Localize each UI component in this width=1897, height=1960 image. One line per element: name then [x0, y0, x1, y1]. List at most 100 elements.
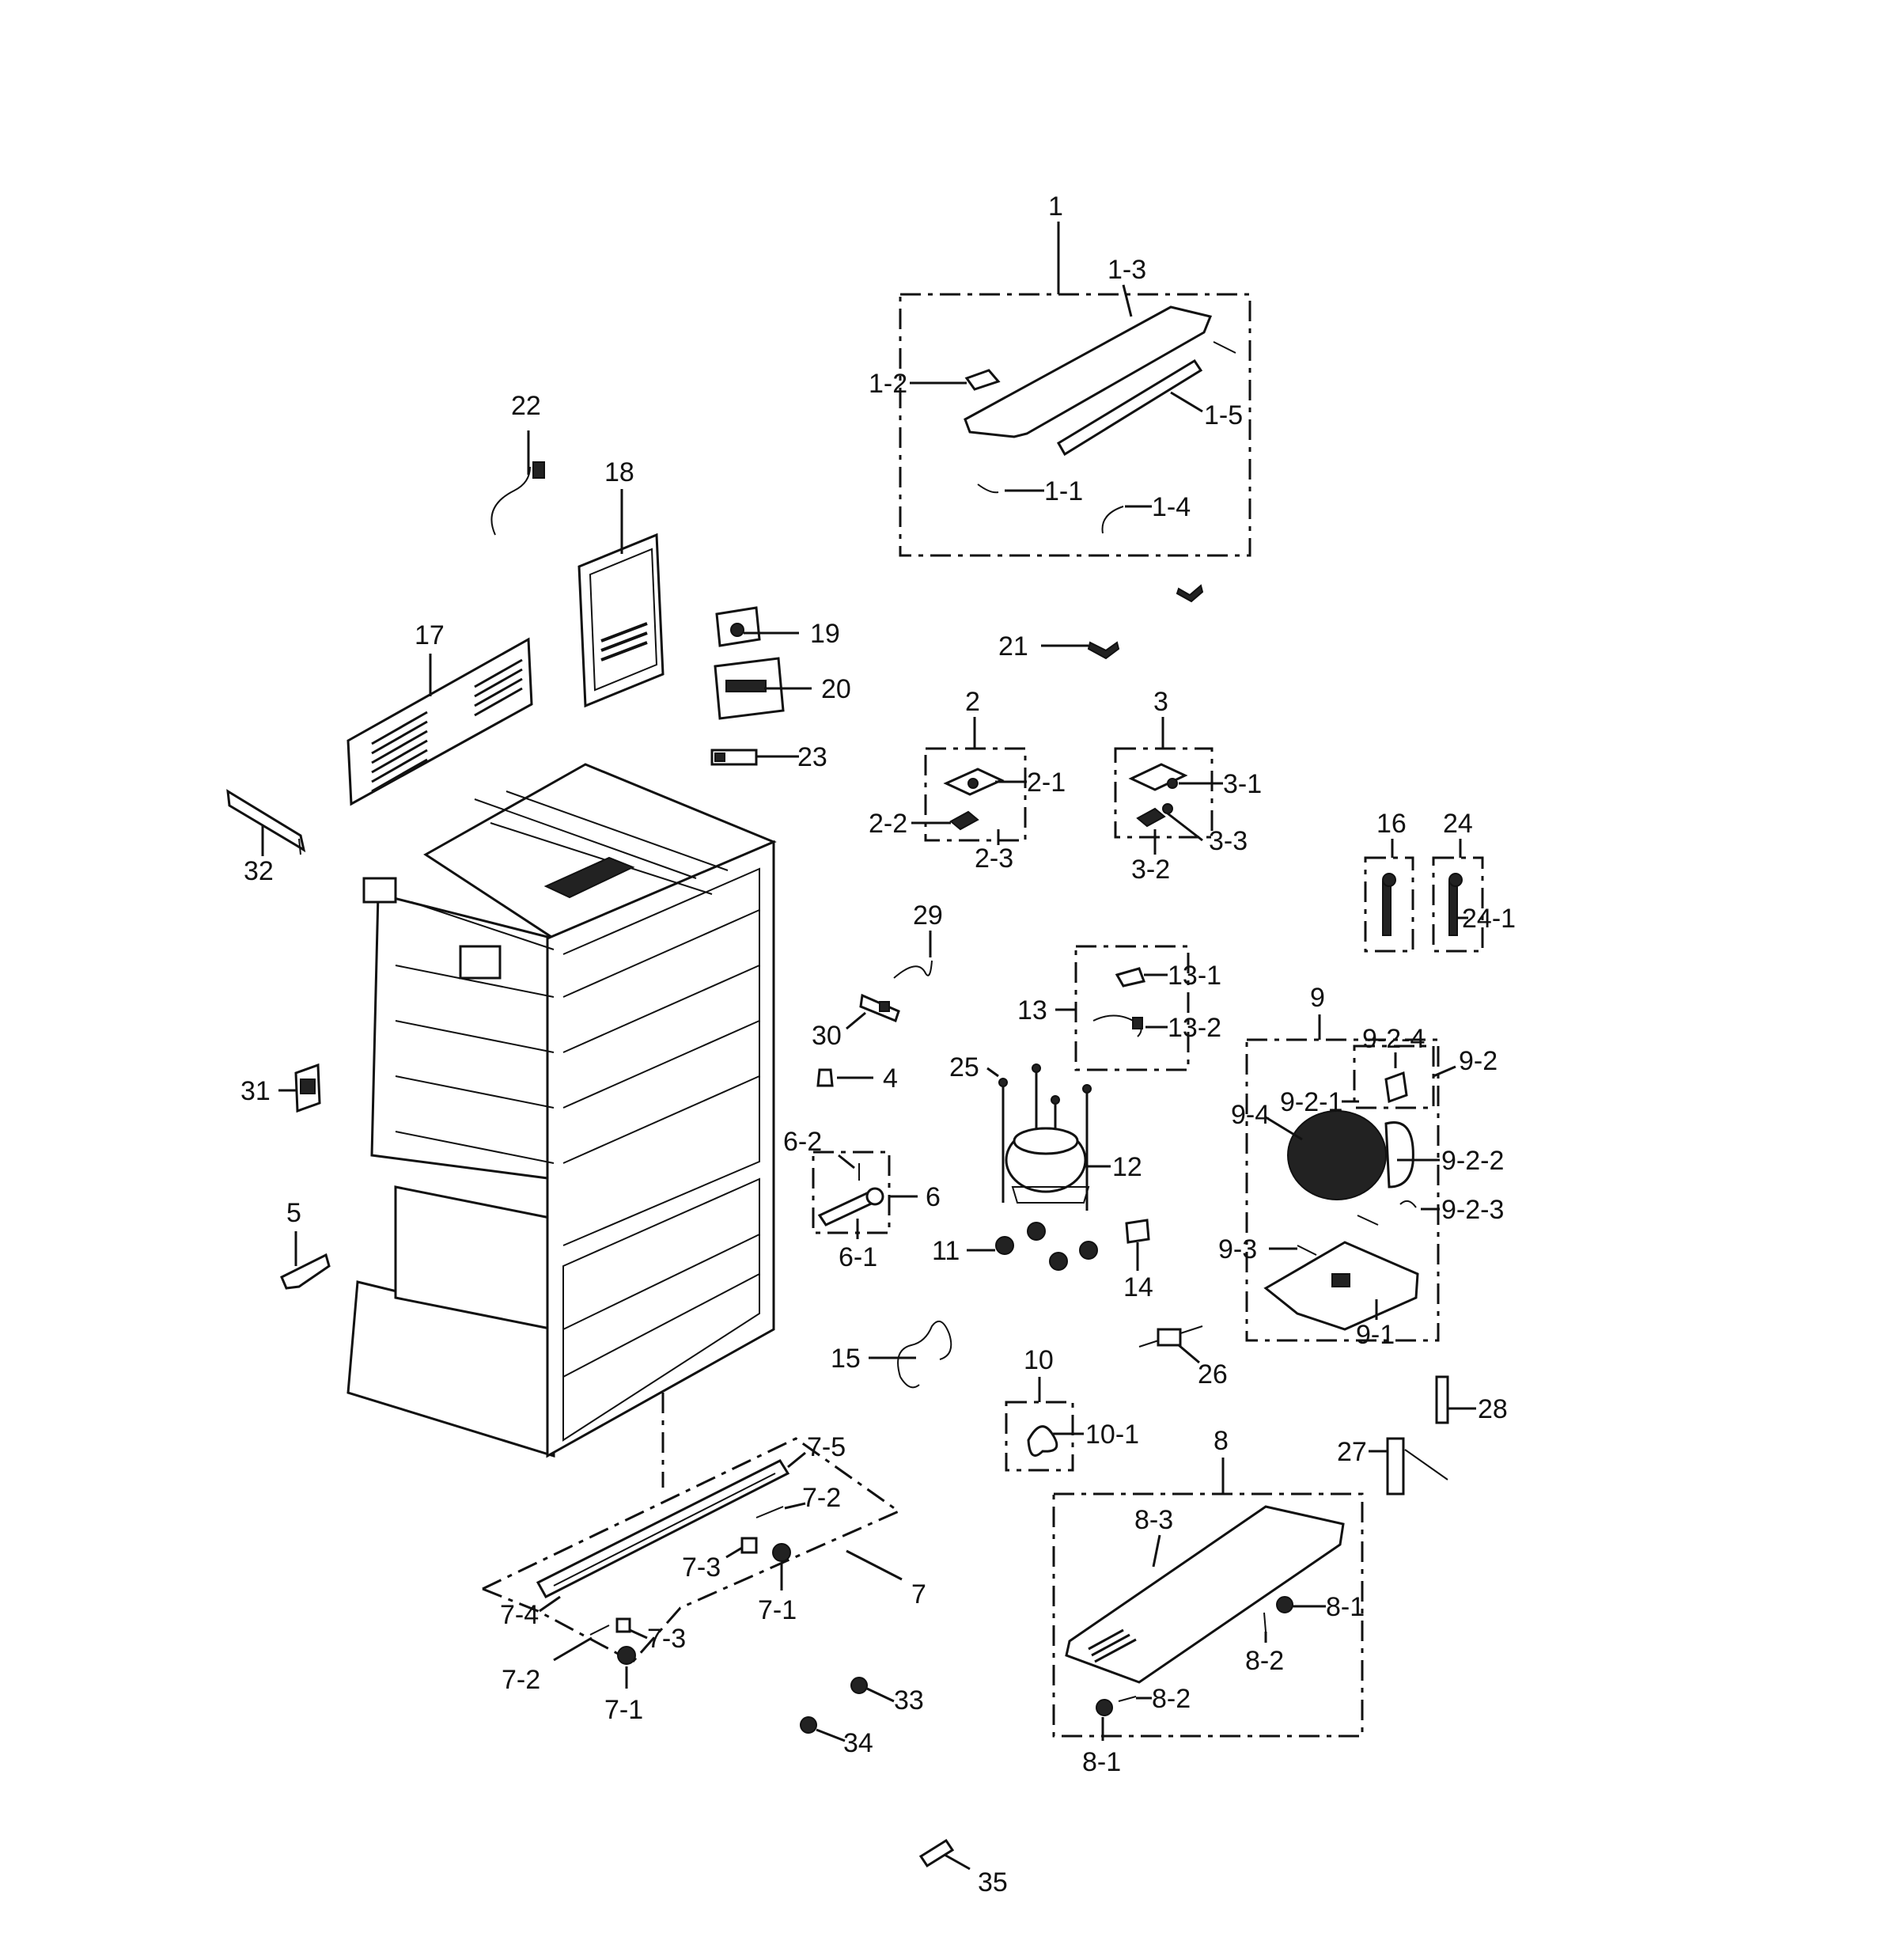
callout-7-3: 7-3	[647, 1624, 686, 1654]
callout-13: 13	[1017, 995, 1047, 1025]
callout-11: 11	[932, 1236, 960, 1266]
callout-16: 16	[1376, 809, 1407, 839]
part-28: 28	[1435, 1375, 1508, 1424]
callout-3-1: 3-1	[1223, 769, 1262, 799]
part-17-panel: 17	[346, 620, 533, 806]
callout-1-4: 1-4	[1152, 492, 1191, 522]
callout-25: 25	[949, 1052, 979, 1082]
part-29-wire: 29	[893, 900, 943, 979]
callout-24: 24	[1443, 809, 1473, 839]
callout-5: 5	[286, 1198, 301, 1228]
part-21: 21	[998, 631, 1120, 662]
part-16: 16	[1364, 809, 1414, 953]
callout-2-1: 2-1	[1027, 768, 1066, 798]
callout-20: 20	[821, 674, 851, 704]
part-1-5-rail	[1056, 358, 1203, 457]
callout-27: 27	[1337, 1437, 1367, 1467]
callout-8-2: 8-2	[1245, 1646, 1284, 1676]
callout-6-1: 6-1	[839, 1242, 877, 1272]
callout-19: 19	[810, 619, 840, 649]
callout-31: 31	[240, 1076, 271, 1106]
callout-9-2-4: 9-2-4	[1362, 1024, 1425, 1054]
callout-23: 23	[797, 742, 827, 772]
part-26-heater: 26	[1138, 1325, 1228, 1389]
callout-8-3: 8-3	[1134, 1505, 1173, 1535]
callout-18: 18	[604, 457, 634, 487]
callout-2-2: 2-2	[869, 809, 907, 839]
group-9-assembly: 9 9-2-4 9-2 9-2-1 9-4 9-2-2 9-2-3 9-1 9-…	[1218, 983, 1504, 1350]
group-3-assembly: 3 3-1 3-3 3-2	[1114, 687, 1262, 885]
callout-1-2: 1-2	[869, 369, 907, 399]
group-10-assembly: 10 10-1	[1005, 1345, 1139, 1472]
callout-12: 12	[1112, 1152, 1142, 1182]
callout-26: 26	[1198, 1359, 1228, 1389]
callout-7: 7	[911, 1579, 926, 1609]
callout-33: 33	[894, 1685, 924, 1715]
group-6-assembly: 6-2 6 6-1	[783, 1127, 941, 1272]
callout-7-3: 7-3	[682, 1552, 721, 1583]
callout-10: 10	[1024, 1345, 1054, 1375]
callout-7-2: 7-2	[502, 1665, 540, 1695]
callout-2: 2	[965, 687, 980, 717]
callout-6: 6	[926, 1182, 941, 1212]
compressor-assembly: 25 12 11	[932, 1052, 1142, 1271]
callout-7-2: 7-2	[802, 1483, 841, 1513]
callout-15: 15	[831, 1344, 861, 1374]
part-1-2-clip	[964, 369, 1001, 391]
part-1-3-plate	[964, 305, 1213, 438]
callout-9-2-2: 9-2-2	[1441, 1146, 1504, 1176]
callout-17: 17	[415, 620, 445, 650]
callout-9-1: 9-1	[1356, 1320, 1395, 1350]
part-22-harness: 22	[490, 391, 545, 536]
part-15-tube: 15	[831, 1320, 952, 1389]
callout-10-1: 10-1	[1085, 1420, 1139, 1450]
callout-1: 1	[1048, 191, 1063, 222]
callout-13-2: 13-2	[1168, 1013, 1221, 1043]
part-20-board: 20	[714, 657, 851, 720]
part-4: 4	[816, 1063, 898, 1094]
callout-2-3: 2-3	[975, 844, 1013, 874]
group-13-assembly: 13-1 13-2 13	[1017, 945, 1221, 1071]
callout-22: 22	[511, 391, 541, 421]
callout-34: 34	[843, 1728, 873, 1758]
callout-4: 4	[883, 1063, 898, 1094]
callout-24-1: 24-1	[1462, 904, 1516, 934]
part-18-cover: 18	[577, 457, 665, 708]
callout-1-1: 1-1	[1044, 476, 1083, 506]
part-1-1-screw	[977, 483, 999, 494]
callout-30: 30	[812, 1021, 842, 1051]
group-2-assembly: 2 2-1 2-2 2-3	[869, 687, 1066, 874]
callout-9-3: 9-3	[1218, 1234, 1257, 1264]
callout-9-2: 9-2	[1459, 1046, 1498, 1076]
callout-3-3: 3-3	[1209, 826, 1248, 856]
callout-9-2-3: 9-2-3	[1441, 1195, 1504, 1225]
part-24: 24 24-1	[1432, 809, 1516, 953]
group-8-assembly: 8 8-3 8-1 8-2 8-2 8-1	[1052, 1426, 1365, 1777]
callout-7-4: 7-4	[500, 1600, 539, 1630]
callout-13-1: 13-1	[1168, 961, 1221, 991]
callout-8-1: 8-1	[1082, 1747, 1121, 1777]
part-33: 33	[850, 1677, 924, 1715]
callout-9-4: 9-4	[1231, 1100, 1270, 1130]
part-14: 14	[1123, 1219, 1153, 1302]
callout-7-1: 7-1	[758, 1595, 797, 1625]
part-1-4-wire	[1101, 506, 1124, 534]
callout-7-1: 7-1	[604, 1695, 643, 1725]
part-27-drier: 27	[1337, 1437, 1448, 1496]
callout-6-2: 6-2	[783, 1127, 822, 1157]
callout-28: 28	[1478, 1394, 1508, 1424]
part-19-board: 19	[715, 606, 840, 649]
part-5-hinge: 5	[280, 1198, 331, 1290]
group-1-assembly: 1 1-3 1-2 1-5 1-1 1-4	[869, 191, 1251, 557]
part-30: 30	[812, 993, 900, 1051]
loose-clip-icon	[1176, 584, 1204, 603]
callout-8-1: 8-1	[1326, 1592, 1365, 1622]
part-34: 34	[800, 1716, 873, 1758]
callout-32: 32	[244, 856, 274, 886]
callout-1-5: 1-5	[1204, 400, 1243, 430]
callout-29: 29	[913, 900, 943, 931]
callout-9: 9	[1310, 983, 1325, 1013]
callout-14: 14	[1123, 1272, 1153, 1302]
part-31: 31	[240, 1063, 321, 1113]
